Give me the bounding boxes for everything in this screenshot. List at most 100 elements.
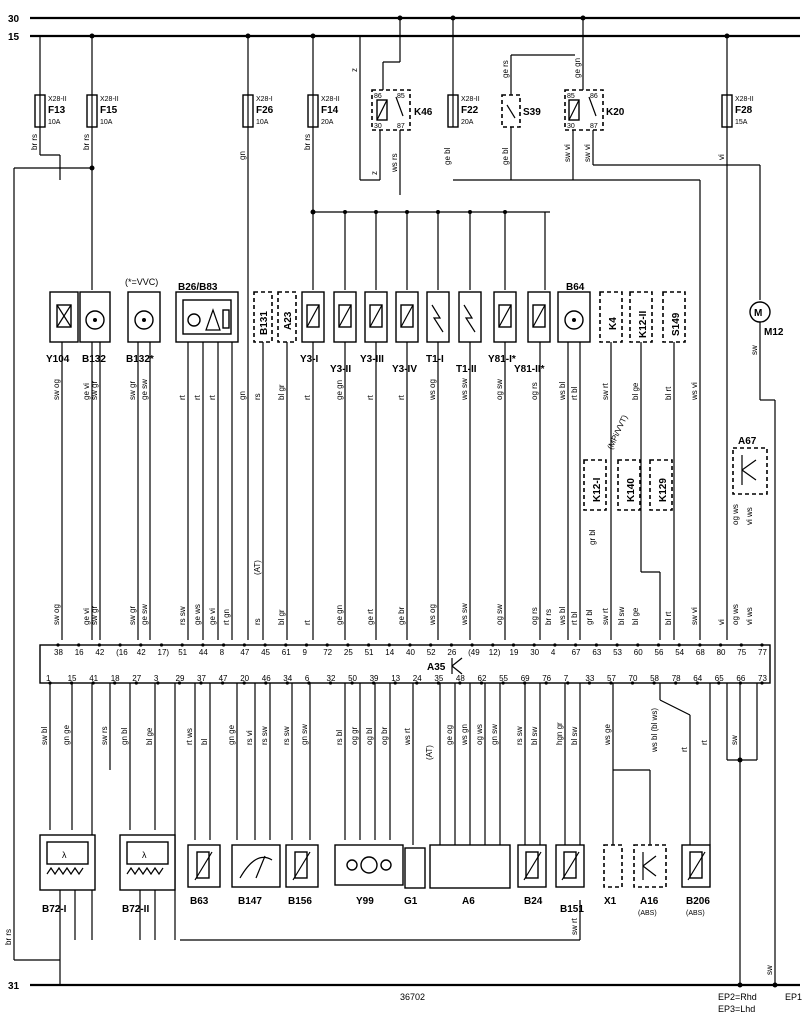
ecu-bottom-pin-dot	[566, 681, 570, 685]
svg-text:86: 86	[590, 93, 598, 100]
svg-text:rt ws: rt ws	[185, 728, 194, 745]
ecu-bottom-pin-number: 3	[154, 674, 159, 683]
ecu-bottom-pin-number: 64	[693, 674, 702, 683]
svg-text:Y3-I: Y3-I	[300, 354, 319, 365]
fuse-f22: X28-II F22 20A	[447, 18, 480, 128]
ecu-bottom-pin-dot	[350, 681, 354, 685]
svg-text:sw gr: sw gr	[128, 381, 137, 400]
component-b132: B132	[79, 291, 111, 365]
svg-text:K4: K4	[608, 317, 619, 330]
svg-text:rs sw: rs sw	[260, 726, 269, 745]
component-a23: A23	[277, 291, 297, 343]
ecu-top-pin-number: 26	[447, 648, 456, 657]
svg-text:og bl: og bl	[365, 727, 374, 745]
fuse-f13: X28-II F13 10A	[34, 36, 67, 128]
ecu-top-pin-dot	[346, 643, 350, 647]
ecu-top-pin-number: 75	[737, 648, 746, 657]
svg-text:K12-II: K12-II	[638, 311, 649, 338]
component-y3-iv: Y3-IV	[392, 291, 419, 375]
ecu-bottom-pin-number: 66	[736, 674, 745, 683]
ecu-bottom-pin-dot	[221, 681, 225, 685]
svg-text:gn ge: gn ge	[62, 724, 71, 745]
ecu-bottom-pin-number: 6	[305, 674, 310, 683]
svg-text:rt: rt	[680, 746, 689, 752]
svg-text:B63: B63	[190, 896, 209, 907]
ep3-label: EP3=Lhd	[718, 1004, 755, 1014]
component-a67: A67	[732, 436, 768, 495]
svg-text:br rs: br rs	[303, 134, 312, 150]
svg-text:K140: K140	[626, 478, 637, 502]
component-k140: K140	[617, 459, 641, 511]
svg-text:ws sw: ws sw	[460, 603, 469, 626]
component-b24: B24	[517, 844, 547, 907]
svg-text:ge rs: ge rs	[501, 60, 510, 78]
component-y104: Y104	[46, 291, 79, 365]
svg-text:B156: B156	[288, 896, 312, 907]
ecu-top-pin-number: 42	[95, 648, 104, 657]
ecu-bottom-pin-number: 27	[132, 674, 141, 683]
svg-text:(AT): (AT)	[253, 560, 262, 575]
svg-text:sw vi: sw vi	[563, 144, 572, 162]
ecu-bottom-pin-number: 62	[478, 674, 487, 683]
ecu-bottom-pin-dot	[458, 681, 462, 685]
ecu-top-pin-dot	[242, 643, 246, 647]
svg-text:ge bl: ge bl	[501, 147, 510, 165]
bank-feed-wires	[343, 210, 546, 290]
ecu-top-pin-dot	[532, 643, 536, 647]
svg-text:F28: F28	[735, 105, 753, 116]
svg-text:Y104: Y104	[46, 354, 70, 365]
svg-text:ws rt: ws rt	[403, 727, 412, 746]
svg-text:A35: A35	[427, 662, 446, 673]
switch-s39: S39	[453, 54, 700, 181]
ecu-top-pin-dot	[263, 643, 267, 647]
ecu-bottom-pin-number: 78	[672, 674, 681, 683]
svg-text:ge vi: ge vi	[208, 608, 217, 625]
component-b63: B63	[187, 844, 221, 907]
svg-text:rt: rt	[193, 394, 202, 400]
svg-text:λ: λ	[142, 850, 147, 860]
svg-text:B132: B132	[82, 354, 106, 365]
ecu-top-pin-dot	[387, 643, 391, 647]
ecu-bottom-pin-dot	[630, 681, 635, 685]
ecu-bottom-pin-number: 48	[456, 674, 465, 683]
ecu-bottom-pin-number: 29	[176, 674, 185, 683]
ecu-top-pin-dot	[159, 643, 164, 647]
svg-text:K12-I: K12-I	[592, 477, 603, 502]
ecu-top-pin-number: 68	[696, 648, 705, 657]
rail-15: 15	[8, 32, 800, 43]
fuse-f28: X28-II F28 15A	[721, 36, 754, 128]
svg-text:rt: rt	[397, 394, 406, 400]
component-b156: B156	[285, 844, 319, 907]
svg-text:br rs: br rs	[4, 929, 13, 945]
ecu-top-pin-dot	[615, 643, 619, 647]
svg-text:vi: vi	[717, 154, 726, 160]
svg-text:bl rt: bl rt	[664, 386, 673, 400]
svg-text:B132*: B132*	[126, 354, 154, 365]
ecu-bottom-pin-dot	[760, 681, 764, 685]
svg-text:og sw: og sw	[495, 604, 504, 625]
svg-text:B147: B147	[238, 896, 262, 907]
ecu-top-pin-number: (16	[116, 648, 128, 657]
svg-text:ge sw: ge sw	[140, 379, 149, 400]
svg-text:ws sw: ws sw	[460, 378, 469, 401]
svg-text:bl sw: bl sw	[530, 727, 539, 745]
ecu-bottom-pin-number: 1	[46, 674, 51, 683]
svg-text:B72-I: B72-I	[42, 904, 67, 915]
svg-text:rt: rt	[303, 394, 312, 400]
ecu-top-pin-dot	[470, 643, 474, 647]
ecu-top-pin-number: 63	[592, 648, 601, 657]
svg-text:B24: B24	[524, 896, 543, 907]
svg-text:og gr: og gr	[350, 726, 359, 745]
svg-text:A16: A16	[640, 896, 659, 907]
ecu-bottom-pin-number: 55	[499, 674, 508, 683]
ecu-top-pin-number: 56	[655, 648, 664, 657]
svg-text:og rs: og rs	[530, 382, 539, 400]
svg-text:K129: K129	[658, 478, 669, 502]
svg-text:20A: 20A	[321, 119, 334, 126]
ecu-bottom-pin-number: 39	[370, 674, 379, 683]
svg-text:ws og: ws og	[428, 604, 437, 626]
ecu-bottom-pin-dot	[436, 681, 440, 685]
svg-text:87: 87	[590, 123, 598, 130]
ecu-top-pin-number: 40	[406, 648, 415, 657]
ecu-top-pin-number: 47	[240, 648, 249, 657]
